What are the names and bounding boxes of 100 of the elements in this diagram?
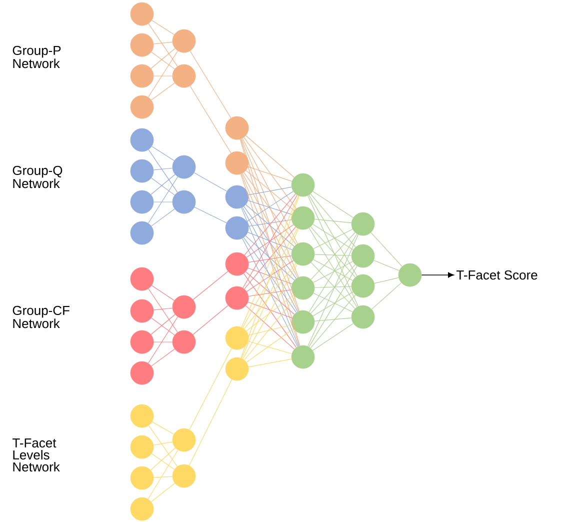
- connection-line: [192, 271, 228, 300]
- neuron-circle: [172, 295, 196, 319]
- neuron-circle: [172, 155, 196, 179]
- neuron-circle: [225, 286, 249, 310]
- connection-line: [240, 138, 300, 312]
- connection-line: [150, 448, 176, 470]
- group-label: Group-P Network: [12, 46, 61, 68]
- connection-line: [244, 262, 296, 330]
- connection-line: [148, 450, 178, 500]
- connection-line: [194, 206, 227, 224]
- connection-line: [248, 186, 292, 196]
- connection-line: [242, 238, 298, 347]
- connection-line: [240, 196, 300, 358]
- neuron-circle: [130, 190, 154, 214]
- connection-line: [312, 323, 354, 351]
- neuron-circle: [130, 2, 154, 26]
- connection-line: [244, 206, 296, 279]
- connection-line: [150, 48, 176, 69]
- neuron-circle: [172, 330, 196, 354]
- connection-line: [308, 194, 358, 276]
- connection-line: [151, 285, 175, 301]
- connection-line: [190, 86, 232, 154]
- connection-line: [312, 292, 354, 316]
- arrow: [421, 272, 454, 278]
- connection-line: [189, 348, 232, 430]
- neuron-circle: [225, 326, 249, 350]
- neuron-circle: [130, 497, 154, 521]
- connection-line: [151, 208, 175, 226]
- neuron-circle: [172, 464, 196, 488]
- connection-line: [153, 168, 173, 170]
- connection-line: [246, 224, 294, 258]
- neuron-circle: [130, 267, 154, 291]
- connection-line: [310, 294, 356, 348]
- connection-line: [310, 226, 356, 278]
- connection-line: [246, 294, 294, 332]
- connection-line: [244, 194, 296, 256]
- connection-line: [244, 296, 296, 360]
- connection-line: [308, 234, 358, 347]
- connection-line: [374, 277, 399, 284]
- neuron-circle: [351, 212, 375, 236]
- neuron-circle: [130, 221, 154, 245]
- connection-line: [242, 173, 298, 278]
- neuron-circle: [172, 190, 196, 214]
- connection-line: [194, 172, 228, 192]
- connection-line: [241, 195, 299, 328]
- connection-line: [188, 379, 232, 466]
- connection-line: [243, 237, 297, 313]
- neuron-circle: [130, 64, 154, 88]
- connection-line: [246, 170, 294, 211]
- connection-line: [248, 358, 292, 368]
- connection-line: [151, 82, 175, 100]
- connection-line: [248, 324, 292, 336]
- neuron-circle: [130, 330, 154, 354]
- connection-line: [248, 166, 292, 182]
- connection-line: [245, 236, 295, 280]
- connection-line: [248, 219, 292, 227]
- connection-line: [151, 348, 175, 366]
- connection-line: [242, 194, 298, 288]
- connection-line: [314, 218, 352, 224]
- connection-line: [150, 482, 176, 502]
- neuron-circle: [172, 64, 196, 88]
- connection-line: [374, 260, 400, 271]
- neuron-circle: [225, 252, 249, 276]
- connection-line: [240, 138, 300, 346]
- connection-line: [241, 228, 299, 359]
- connection-line: [314, 318, 352, 322]
- connection-line: [248, 268, 292, 284]
- connection-line: [152, 422, 174, 434]
- connection-line: [248, 340, 292, 354]
- neuron-circle: [291, 310, 315, 334]
- connection-line: [308, 266, 358, 348]
- neuron-circle: [398, 263, 422, 287]
- connection-line: [242, 264, 298, 360]
- connection-line: [313, 228, 353, 250]
- connection-line: [246, 271, 295, 315]
- neuron-circle: [291, 242, 315, 266]
- neuron-circle: [130, 33, 154, 57]
- connection-line: [248, 232, 292, 250]
- neuron-circle: [172, 428, 196, 452]
- connection-line: [242, 207, 298, 312]
- neuron-circle: [351, 274, 375, 298]
- neuron-circle: [225, 185, 249, 209]
- neuron-circle: [291, 345, 315, 369]
- connection-line: [248, 302, 292, 318]
- neuron-circle: [225, 357, 249, 381]
- connection-line: [152, 146, 174, 161]
- neuron-circle: [130, 95, 154, 119]
- connection-line: [246, 328, 294, 363]
- connection-line: [148, 288, 178, 333]
- connection-line: [152, 20, 174, 35]
- neuron-circle: [130, 361, 154, 385]
- connection-line: [246, 260, 294, 292]
- connection-line: [148, 425, 178, 467]
- neuron-circle: [225, 151, 249, 175]
- group-label: Group-Q Network: [12, 166, 62, 188]
- connection-line: [190, 50, 232, 118]
- connection-line: [153, 476, 173, 478]
- connection-line: [244, 226, 296, 290]
- connection-line: [312, 191, 354, 218]
- connection-line: [244, 172, 296, 245]
